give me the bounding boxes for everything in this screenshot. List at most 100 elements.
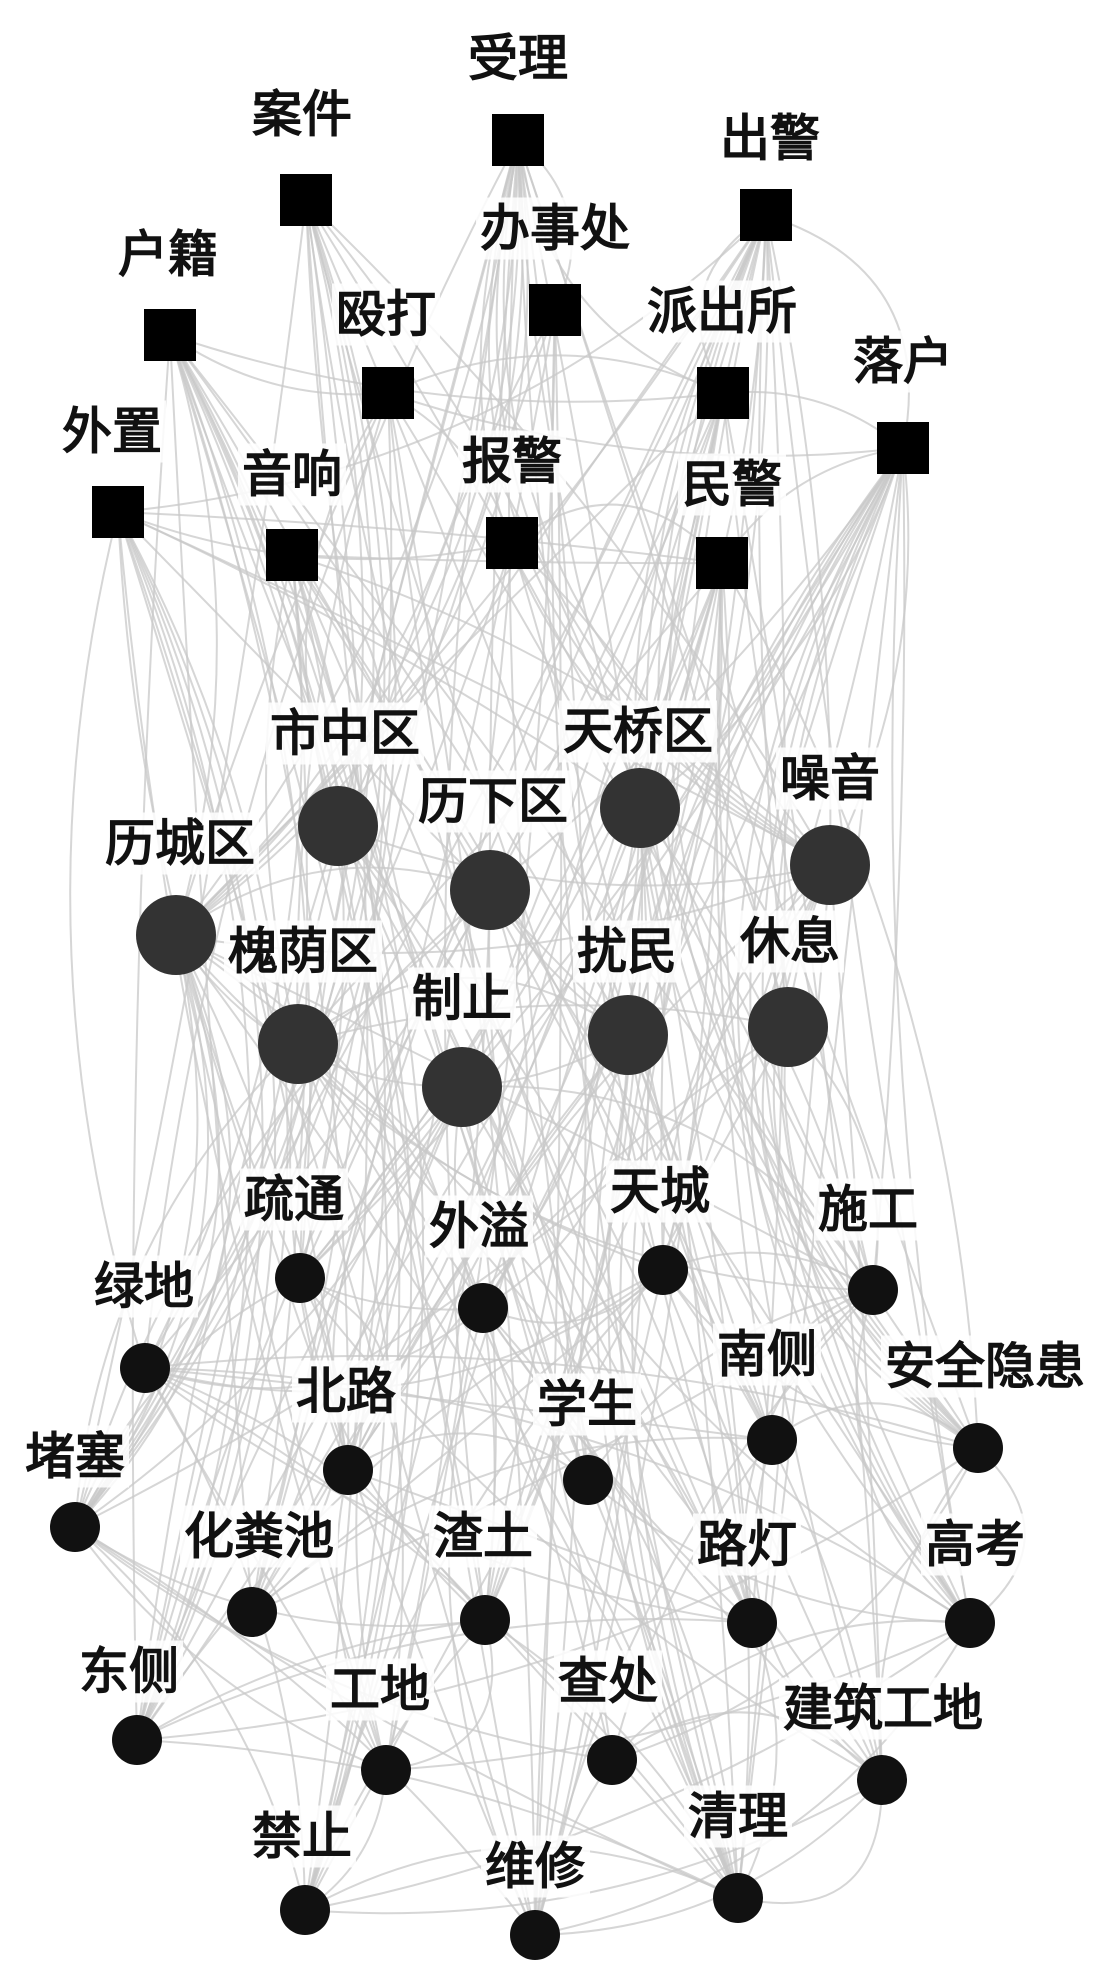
urban-node-32: [460, 1595, 510, 1645]
urban-node-35: [112, 1715, 162, 1765]
police-node-11: [696, 537, 748, 589]
urban-node-28: [323, 1445, 373, 1495]
edge-line-104: [117, 511, 349, 1471]
node-label-text: 天桥区: [563, 703, 713, 761]
police-node-3: [529, 284, 581, 336]
edge-line-302: [645, 214, 979, 1449]
district-label-20: 制止: [408, 967, 516, 1030]
edge-line-131: [715, 562, 773, 1441]
label-background: [425, 1195, 533, 1258]
edge-line-313: [175, 139, 524, 936]
edge-line-250: [347, 1432, 589, 1481]
label-background: [326, 1658, 434, 1721]
edge-line-262: [136, 1619, 486, 1741]
node-layer: [50, 114, 1003, 1960]
urban-node-26: [747, 1415, 797, 1465]
edge-layer: [69, 139, 1026, 1936]
edge-line-153: [175, 866, 491, 936]
edge-line-51: [169, 334, 724, 403]
label-background: [554, 1650, 662, 1713]
edge-line-299: [74, 199, 364, 1528]
node-label-text: 出警: [720, 110, 820, 168]
label-background: [429, 1505, 537, 1568]
label-background: [573, 920, 681, 983]
edge-line-87: [829, 447, 910, 866]
district-node-20: [422, 1047, 502, 1127]
edge-line-177: [297, 1004, 789, 1045]
label-background: [476, 197, 634, 260]
district-node-13: [600, 768, 680, 848]
label-background: [332, 283, 440, 346]
urban-label-40: 禁止: [248, 1805, 356, 1868]
urban-node-38: [857, 1755, 907, 1805]
node-label-text: 外置: [62, 403, 162, 461]
district-label-12: 市中区: [266, 702, 424, 765]
label-background: [606, 1160, 714, 1223]
urban-node-37: [587, 1735, 637, 1785]
edge-line-247: [136, 1447, 979, 1741]
edge-line-128: [299, 562, 723, 1279]
urban-node-25: [120, 1343, 170, 1393]
label-background: [464, 27, 572, 90]
police-label-4: 户籍: [114, 223, 222, 286]
edge-line-208: [299, 1277, 387, 1471]
district-node-19: [748, 987, 828, 1067]
edge-line-238: [144, 1367, 971, 1624]
urban-label-28: 北路: [292, 1360, 401, 1423]
edge-line-102: [117, 511, 301, 1279]
edge-line-223: [662, 1269, 979, 1449]
edge-line-82: [722, 392, 883, 1781]
label-background: [248, 1805, 356, 1868]
node-label-text: 东侧: [79, 1643, 179, 1701]
edge-line-179: [297, 1043, 874, 1291]
label-background: [458, 430, 566, 493]
node-label-text: 北路: [296, 1363, 397, 1421]
urban-node-30: [50, 1502, 100, 1552]
edge-line-92: [872, 447, 906, 1291]
node-label-text: 高考: [925, 1516, 1025, 1574]
urban-label-41: 维修: [481, 1835, 590, 1898]
police-node-9: [266, 529, 318, 581]
edge-line-297: [74, 199, 386, 1528]
label-background: [559, 700, 717, 763]
police-label-8: 外置: [58, 400, 166, 463]
district-label-17: 槐荫区: [224, 920, 382, 983]
label-background: [921, 1513, 1029, 1576]
label-background: [248, 83, 356, 146]
label-background: [414, 770, 572, 833]
edge-line-288: [74, 934, 232, 1528]
label-background: [533, 1373, 641, 1436]
label-background: [713, 1323, 821, 1386]
node-label-text: 受理: [468, 30, 568, 88]
label-background: [481, 1835, 590, 1898]
node-label-text: 化粪池: [184, 1508, 334, 1566]
edge-line-49: [534, 309, 563, 1936]
urban-node-22: [458, 1283, 508, 1333]
urban-node-36: [361, 1745, 411, 1795]
edge-line-101: [117, 511, 629, 1036]
edge-line-42: [765, 214, 971, 1624]
edge-line-274: [611, 1711, 883, 1781]
district-node-16: [136, 895, 216, 975]
urban-label-22: 外溢: [425, 1195, 533, 1258]
police-label-10: 报警: [458, 430, 566, 493]
label-background: [240, 1168, 348, 1231]
edge-line-95: [737, 447, 904, 1899]
police-label-7: 落户: [849, 330, 957, 393]
urban-node-27: [953, 1423, 1003, 1473]
urban-label-23: 天城: [606, 1160, 714, 1223]
node-label-text: 户籍: [118, 226, 218, 284]
urban-label-30: 堵塞: [21, 1425, 129, 1488]
node-label-text: 安全隐患: [885, 1338, 1085, 1396]
node-label-text: 禁止: [252, 1808, 352, 1866]
node-label-text: 渣土: [433, 1508, 533, 1566]
edge-line-12: [517, 139, 753, 1624]
district-label-13: 天桥区: [559, 700, 717, 763]
label-background: [292, 1360, 401, 1423]
edge-line-158: [74, 889, 491, 1528]
edge-line-277: [304, 1779, 883, 1915]
edge-line-93: [891, 447, 971, 1624]
urban-label-24: 施工: [814, 1178, 922, 1241]
edge-line-48: [550, 309, 739, 1899]
edge-line-20: [305, 199, 589, 1481]
